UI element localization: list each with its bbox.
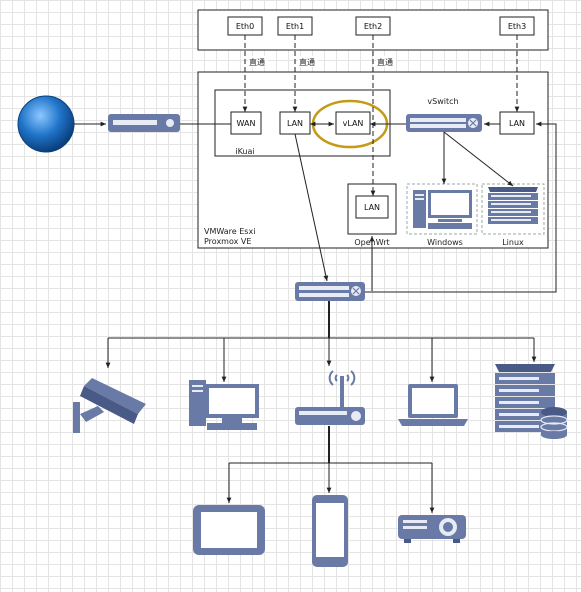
ikuai-label: iKuai xyxy=(235,147,254,156)
vswitch-label: vSwitch xyxy=(427,97,458,106)
projector-icon xyxy=(398,515,466,543)
openwrt-lan-port[interactable]: LAN xyxy=(355,195,389,219)
svg-text:LAN: LAN xyxy=(509,119,525,128)
ikuai-vlan-port[interactable]: vLAN xyxy=(335,111,371,135)
host-label-2: Proxmox VE xyxy=(204,237,251,246)
smartphone-icon xyxy=(312,495,348,567)
port-eth3[interactable]: Eth3 xyxy=(499,16,535,36)
port-eth0[interactable]: Eth0 xyxy=(227,16,263,36)
passthrough-labels: 直通 直通 直通 xyxy=(248,56,396,67)
windows-pc-icon xyxy=(413,190,472,229)
database-server-icon xyxy=(495,364,568,439)
host-label-1: VMWare Esxi xyxy=(204,227,255,236)
linux-server-icon xyxy=(488,187,538,224)
desktop-pc-icon xyxy=(189,380,259,430)
internet-globe-icon xyxy=(17,95,75,153)
port-eth2[interactable]: Eth2 xyxy=(355,16,391,36)
windows-label: Windows xyxy=(427,238,463,247)
svg-text:直通: 直通 xyxy=(377,57,393,67)
vswitch-icon xyxy=(406,114,482,132)
svg-text:WAN: WAN xyxy=(237,119,256,128)
svg-text:LAN: LAN xyxy=(364,203,380,212)
linux-label: Linux xyxy=(502,238,524,247)
svg-text:直通: 直通 xyxy=(249,57,265,67)
svg-text:Eth2: Eth2 xyxy=(364,22,382,31)
modem-icon xyxy=(108,114,180,132)
ikuai-wan-port[interactable]: WAN xyxy=(230,111,262,135)
svg-text:直通: 直通 xyxy=(299,57,315,67)
vswitch-lan-port[interactable]: LAN xyxy=(499,111,535,135)
svg-text:Eth1: Eth1 xyxy=(286,22,304,31)
security-camera-icon xyxy=(73,378,146,433)
svg-text:vLAN: vLAN xyxy=(343,119,364,128)
svg-text:Eth0: Eth0 xyxy=(236,22,254,31)
ikuai-lan-port[interactable]: LAN xyxy=(279,111,311,135)
svg-text:Eth3: Eth3 xyxy=(508,22,526,31)
tablet-icon xyxy=(193,505,265,555)
connectors xyxy=(74,35,557,513)
laptop-icon xyxy=(398,384,468,426)
svg-text:LAN: LAN xyxy=(287,119,303,128)
wifi-router-icon xyxy=(295,370,365,425)
main-switch-icon xyxy=(295,282,365,301)
port-eth1[interactable]: Eth1 xyxy=(277,16,313,36)
